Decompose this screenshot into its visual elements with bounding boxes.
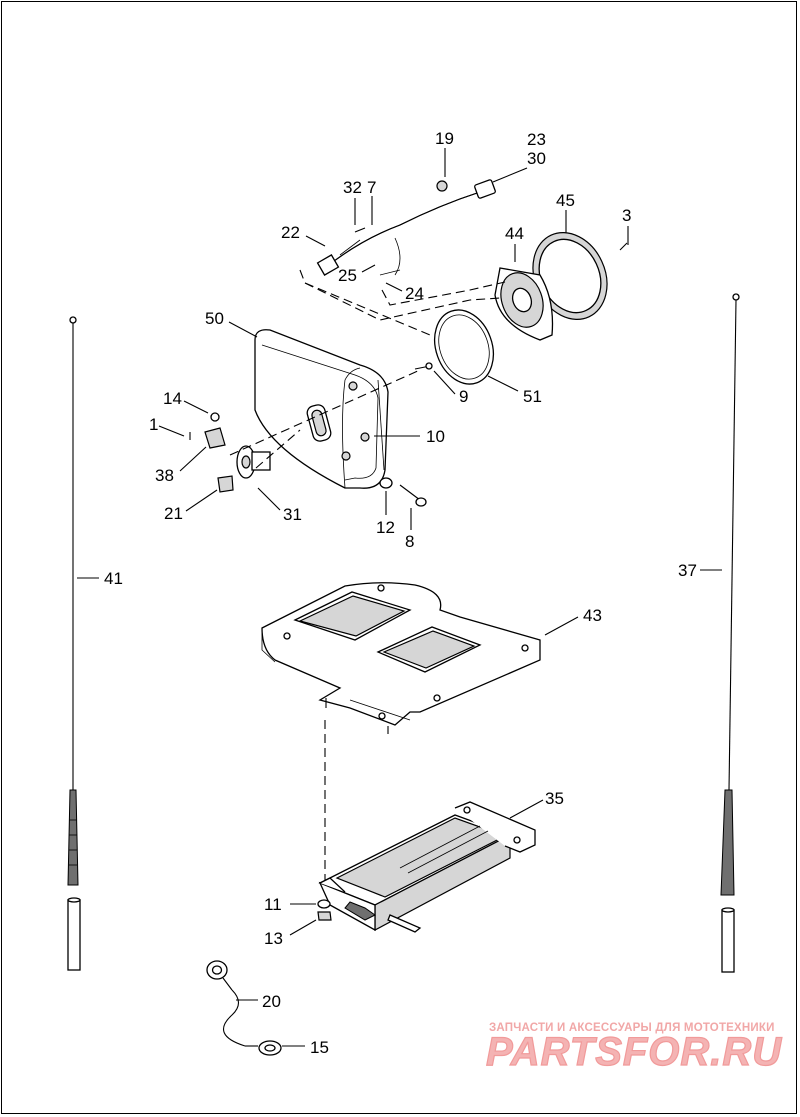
amplifier (318, 801, 536, 933)
callout-19: 19 (435, 129, 454, 148)
speaker-enclosure (254, 329, 389, 489)
callout-14: 14 (163, 389, 182, 408)
callout-23: 23 (527, 130, 546, 149)
leader-lines (77, 148, 722, 1047)
callout-25: 25 (338, 266, 357, 285)
callout-41: 41 (104, 569, 123, 588)
callout-21: 21 (164, 504, 183, 523)
callout-9: 9 (459, 387, 468, 406)
jack-plate (236, 445, 271, 479)
callout-43: 43 (583, 606, 602, 625)
wiring-harness (316, 179, 496, 276)
callout-11: 11 (264, 895, 282, 914)
callout-10: 10 (426, 427, 445, 446)
callout-13: 13 (264, 929, 283, 948)
speaker-driver (494, 267, 554, 341)
callout-30: 30 (527, 149, 546, 168)
nut-washer (317, 899, 332, 921)
callout-20: 20 (262, 992, 281, 1011)
ground-strap (206, 960, 282, 1056)
callout-38: 38 (155, 466, 174, 485)
antenna-left (67, 316, 81, 971)
washer-bolt (379, 477, 427, 507)
callout-22: 22 (281, 223, 300, 242)
callout-8: 8 (405, 532, 414, 551)
watermark-caption: ЗАПЧАСТИ И АКСЕССУАРЫ ДЛЯ МОТОТЕХНИКИ (489, 1022, 775, 1034)
screw-9 (414, 362, 433, 370)
callout-35: 35 (545, 789, 564, 808)
speaker-gasket (434, 309, 494, 385)
callout-37: 37 (678, 561, 697, 580)
callout-1: 1 (149, 415, 158, 434)
antenna-right (720, 293, 740, 973)
mounting-bracket (261, 582, 541, 734)
callout-12: 12 (376, 518, 395, 537)
clamp-hardware (189, 412, 234, 493)
speaker-grille (532, 232, 628, 320)
callout-15: 15 (310, 1038, 329, 1057)
callout-45: 45 (556, 191, 575, 210)
callout-32: 32 (343, 178, 362, 197)
callout-44: 44 (505, 224, 524, 243)
callout-24: 24 (405, 284, 424, 303)
callout-51: 51 (523, 387, 542, 406)
assembly-lines (229, 269, 506, 880)
callout-7: 7 (367, 178, 376, 197)
callout-3: 3 (622, 206, 631, 225)
watermark-logo: PARTSFOR.RU (485, 1029, 783, 1074)
callout-labels: 19 23 30 32 7 45 3 22 44 25 24 50 9 51 1… (104, 129, 697, 1057)
callout-31: 31 (283, 505, 302, 524)
callout-50: 50 (205, 309, 224, 328)
